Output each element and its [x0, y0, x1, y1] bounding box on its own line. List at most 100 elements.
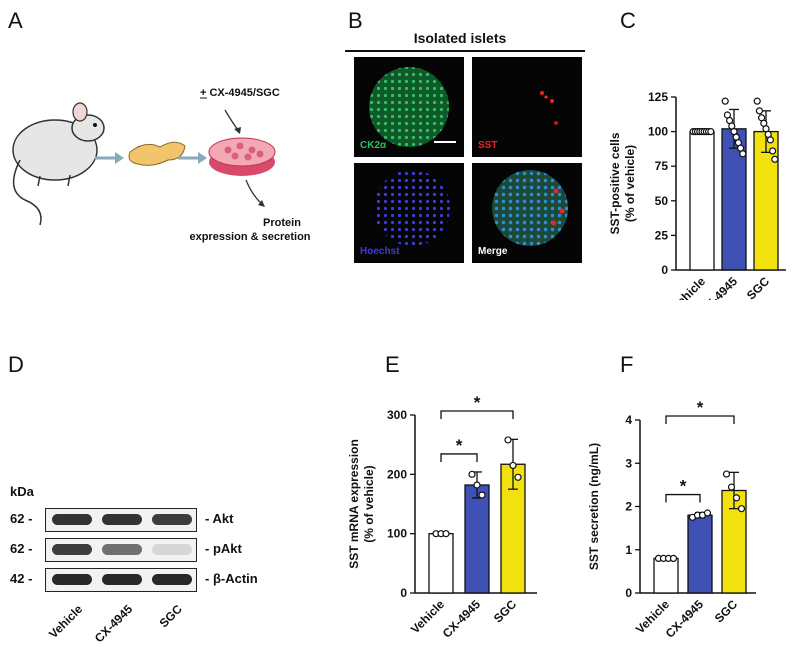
data-point [721, 97, 729, 105]
data-point [727, 483, 736, 491]
y-tick-label: 0 [625, 586, 632, 600]
blot-band [52, 514, 92, 525]
panel-b-microscopy: Isolated islets CK2α SST Hoechst Merge [340, 0, 600, 300]
blot-band [102, 574, 142, 585]
output-label-line2: expression & secretion [189, 231, 310, 243]
bar [753, 130, 779, 271]
data-point [707, 128, 715, 136]
y-tick-label: 1 [625, 543, 632, 557]
data-point [669, 554, 678, 562]
blot-strip [45, 568, 197, 592]
blot-lane-label: Vehicle [45, 602, 85, 642]
blot-strip [45, 508, 197, 532]
y-tick-label: 100 [387, 527, 407, 541]
y-tick-label: 0 [400, 586, 407, 600]
data-point [771, 155, 779, 163]
data-point [514, 473, 522, 481]
mouse-icon [12, 102, 105, 226]
data-point [755, 107, 763, 115]
panel-letter-b: B [348, 8, 363, 33]
y-tick-label: 25 [655, 228, 669, 242]
panel-letter-e: E [385, 352, 400, 377]
blot-band [52, 544, 92, 555]
schematic-svg: + CX-4945/SGC Protein expression & secre… [12, 87, 311, 243]
data-point [739, 150, 747, 158]
blot-mw-label: 62 - [10, 541, 33, 556]
microscopy-tile-merge: Merge [472, 163, 582, 263]
x-tick-label: SGC [712, 597, 741, 626]
data-point [504, 436, 512, 444]
significance-bracket [440, 410, 514, 419]
y-tick-label: 3 [625, 456, 632, 470]
arrowhead-icon [258, 200, 265, 207]
x-tick-label: SGC [491, 597, 520, 626]
blot-protein-label: - pAkt [205, 541, 242, 556]
x-tick-label: CX-4945 [663, 597, 707, 641]
data-point [468, 470, 476, 478]
y-tick-label: 100 [648, 125, 668, 139]
microscopy-label: Merge [478, 246, 508, 257]
blot-lane-label: SGC [156, 602, 185, 631]
y-tick-label: 300 [387, 408, 407, 422]
significance-label: * [680, 477, 687, 496]
microscopy-title: Isolated islets [413, 30, 507, 46]
bar [653, 557, 679, 594]
data-point [737, 505, 746, 513]
blot-protein-label: - Akt [205, 511, 234, 526]
bar [428, 533, 454, 594]
y-axis-label: (% of vehicle) [623, 145, 637, 222]
blot-strip [45, 538, 197, 562]
y-tick-label: 4 [625, 413, 632, 427]
blot-band [102, 544, 142, 555]
x-tick-label: SGC [744, 274, 773, 300]
arrow-right-icon [95, 152, 124, 164]
y-tick-label: 125 [648, 90, 668, 104]
y-axis-label: SST secretion (ng/mL) [587, 443, 601, 570]
blot-band [152, 574, 192, 585]
y-tick-label: 50 [655, 194, 669, 208]
microscopy-label: SST [478, 140, 498, 151]
blot-band [152, 544, 192, 555]
blot-protein-label: - β-Actin [205, 571, 258, 586]
x-tick-label: CX-4945 [440, 597, 484, 641]
significance-bracket [665, 415, 735, 424]
data-point [769, 147, 777, 155]
panel-letter-d: D [8, 352, 24, 377]
blot-mw-label: 62 - [10, 511, 33, 526]
y-axis-label: (% of vehicle) [362, 465, 376, 542]
microscopy-label: Hoechst [360, 246, 400, 257]
y-axis-label: SST mRNA expression [347, 439, 361, 569]
blot-band [102, 514, 142, 525]
microscopy-tile-hoechst: Hoechst [354, 163, 464, 263]
output-label-line1: Protein [263, 217, 301, 229]
data-point [753, 97, 761, 105]
significance-bracket [440, 453, 478, 462]
bar [464, 484, 490, 594]
blot-mw-label: 42 - [10, 571, 33, 586]
blot-unit-label: kDa [10, 484, 34, 499]
blot-lane-label: CX-4945 [91, 602, 135, 646]
panel-letter-f: F [620, 352, 634, 377]
panel-d-western-blot: kDa 62 - - Akt 62 - - pAkt 42 - - β-Actin Veh… [0, 340, 300, 659]
microscopy-tile-ck2a: CK2α [354, 57, 464, 157]
data-point [722, 470, 731, 478]
scale-bar [434, 141, 456, 143]
data-point [732, 494, 741, 502]
data-point [478, 491, 486, 499]
significance-label: * [456, 436, 463, 455]
data-point [442, 530, 450, 538]
blot-band [152, 514, 192, 525]
pancreas-icon [128, 141, 186, 166]
y-axis-label: SST-positive cells [608, 132, 622, 234]
data-point [473, 481, 481, 489]
data-point [509, 461, 517, 470]
microscopy-label: CK2α [360, 140, 387, 151]
panel-a-schematic: + CX-4945/SGC Protein expression & secre… [0, 0, 340, 300]
bar [687, 514, 713, 594]
